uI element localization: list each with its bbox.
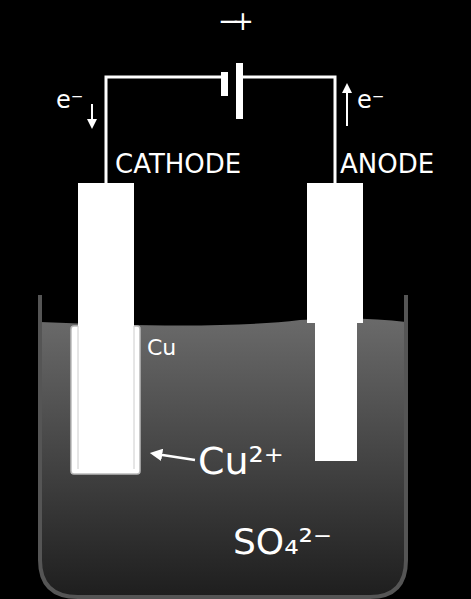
electrode-label: ANODE — [340, 151, 434, 177]
ion-label: SO₄²⁻ — [233, 524, 332, 560]
electron-label: e⁻ — [56, 88, 83, 112]
deposit-edge — [134, 326, 135, 469]
deposit-edge — [78, 326, 79, 469]
anode-electrode — [315, 320, 357, 461]
electrode-label: CATHODE — [115, 151, 241, 177]
electron-arrow — [91, 104, 93, 124]
leader-arrow — [156, 454, 195, 460]
cathode-electrode — [78, 183, 134, 469]
element-label: Cu — [147, 337, 176, 359]
battery-negative-plate — [221, 72, 228, 96]
electron-arrow — [346, 88, 348, 126]
anode-electrode — [307, 183, 363, 323]
wire — [106, 77, 335, 183]
plus-sign: + — [232, 8, 254, 34]
ion-label: Cu²⁺ — [198, 442, 284, 480]
electron-label: e⁻ — [357, 88, 384, 112]
battery-positive-plate — [236, 63, 243, 119]
